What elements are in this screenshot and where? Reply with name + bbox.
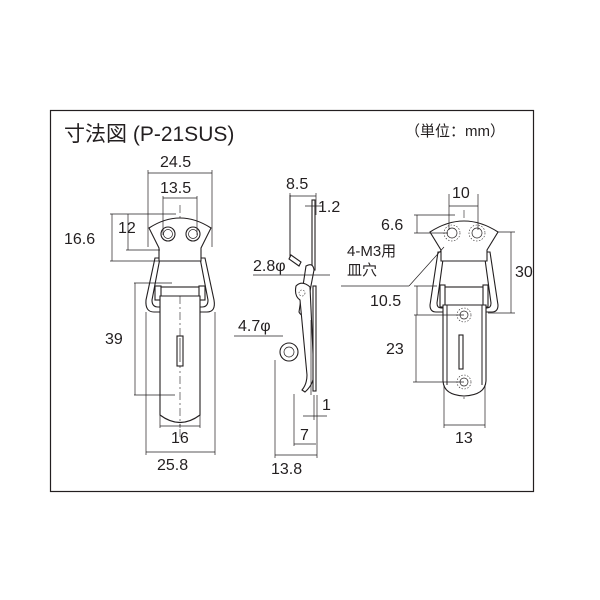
dim-hasp-length: 39 — [105, 331, 123, 348]
dim-hole-offset: 6.6 — [381, 217, 403, 234]
hole-view: 10 6.6 30 4-M3用 皿穴 10.5 23 13 — [341, 185, 533, 447]
dim-loop-diameter: 4.7φ — [238, 318, 271, 335]
unit-label: （単位：mm） — [405, 123, 505, 140]
dim-tip-offset: 7 — [300, 427, 309, 444]
dim-mount-plate-height: 16.6 — [64, 231, 95, 248]
hasp-side-profile — [294, 282, 315, 393]
note-m3-line1: 4-M3用 — [347, 243, 396, 260]
drawing-frame — [49, 109, 535, 493]
dim-wire-diameter: 2.8φ — [253, 258, 286, 275]
dim-hole-spacing: 13.5 — [160, 180, 191, 197]
dim-overall-height: 30 — [515, 264, 533, 281]
note-m3-line2: 皿穴 — [347, 262, 377, 279]
dim-overall-depth: 13.8 — [271, 461, 302, 478]
dim-upper-to-lower-gap: 10.5 — [370, 293, 401, 310]
dim-hasp-width: 16 — [171, 430, 189, 447]
front-view: 24.5 13.5 16.6 12 39 16 25.8 — [64, 154, 216, 474]
dim-overall-top-width: 24.5 — [160, 154, 191, 171]
dim-lower-width: 13 — [455, 430, 473, 447]
dim-hole-view-spacing: 10 — [452, 185, 470, 202]
side-view: 8.5 1.2 2.8φ 4.7φ 1 7 13.8 — [234, 176, 340, 478]
dim-overall-bottom-width: 25.8 — [157, 457, 188, 474]
dim-top-offset: 8.5 — [286, 176, 308, 193]
drawing-title: 寸法図 (P-21SUS) — [64, 123, 234, 146]
dim-bottom-thickness: 1 — [322, 397, 331, 414]
dim-lower-hole-spacing: 23 — [386, 341, 404, 358]
dim-plate-thickness: 1.2 — [318, 199, 340, 216]
mount-plate — [148, 217, 212, 262]
dim-hole-to-edge: 12 — [118, 220, 136, 237]
